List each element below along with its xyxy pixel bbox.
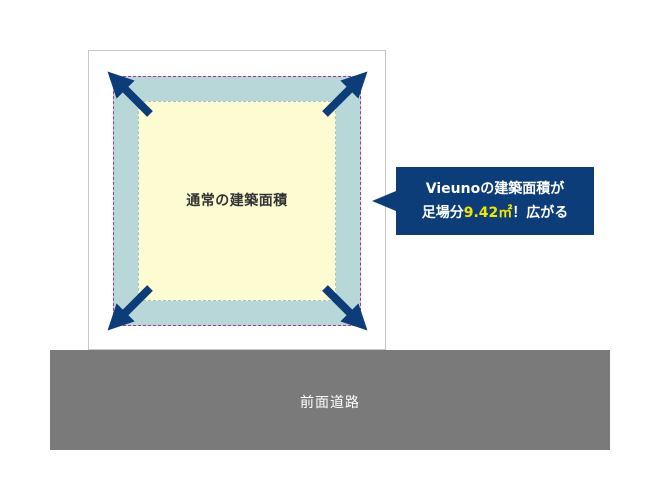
callout-line-2-prefix: 足場分	[421, 205, 464, 221]
callout-line-2-suffix: ！広がる	[512, 205, 569, 221]
callout-highlight-value: 9.42㎡	[463, 205, 513, 221]
normal-building-area	[138, 101, 336, 301]
callout-tail	[372, 191, 396, 211]
arrow-top-right-icon	[322, 71, 368, 117]
arrow-bottom-left-icon	[107, 285, 153, 331]
callout-line-2: 足場分9.42㎡！広がる	[396, 201, 594, 225]
arrow-top-left-icon	[107, 71, 153, 117]
callout-box: Vieunoの建築面積が 足場分9.42㎡！広がる	[396, 167, 594, 235]
normal-area-label: 通常の建築面積	[186, 193, 288, 209]
road-label: 前面道路	[300, 395, 360, 411]
arrow-bottom-right-icon	[322, 285, 368, 331]
callout-line-1: Vieunoの建築面積が	[425, 181, 565, 197]
front-road	[50, 350, 610, 450]
